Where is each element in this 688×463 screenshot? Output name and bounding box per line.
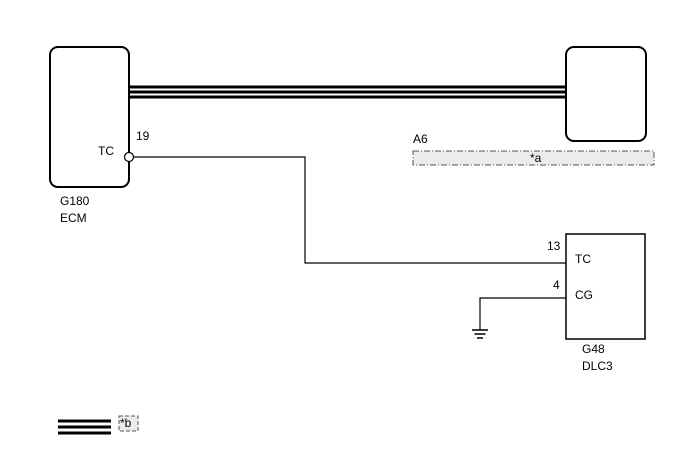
a6-connector-box	[565, 46, 647, 142]
ecm-tc-terminal	[123, 151, 135, 163]
junction-note: *a	[530, 151, 542, 165]
ground-icon	[472, 329, 488, 339]
dlc-pin-cg-number: 4	[553, 278, 560, 292]
dlc-name: DLC3	[582, 359, 613, 373]
ecm-connector-box	[49, 46, 130, 188]
tc-wire	[134, 156, 566, 264]
ecm-pin-label: TC	[98, 144, 114, 158]
ecm-connector-code: G180	[60, 194, 90, 208]
cg-wire	[479, 297, 566, 330]
a6-note-box	[412, 150, 655, 166]
dlc3-connector-box	[565, 233, 646, 340]
ecm-name: ECM	[60, 211, 87, 225]
legend-bus-symbol	[58, 419, 111, 435]
dlc-pin-tc-label: TC	[575, 252, 591, 266]
dlc-pin-cg-label: CG	[575, 288, 593, 302]
legend-note: *b	[120, 416, 132, 430]
legend-note-box	[118, 415, 139, 432]
dlc-pin-tc-number: 13	[547, 239, 561, 253]
dlc-connector-code: G48	[582, 342, 605, 356]
bus-wire	[129, 85, 566, 99]
junction-code: A6	[413, 132, 428, 146]
ecm-pin-number: 19	[136, 129, 150, 143]
